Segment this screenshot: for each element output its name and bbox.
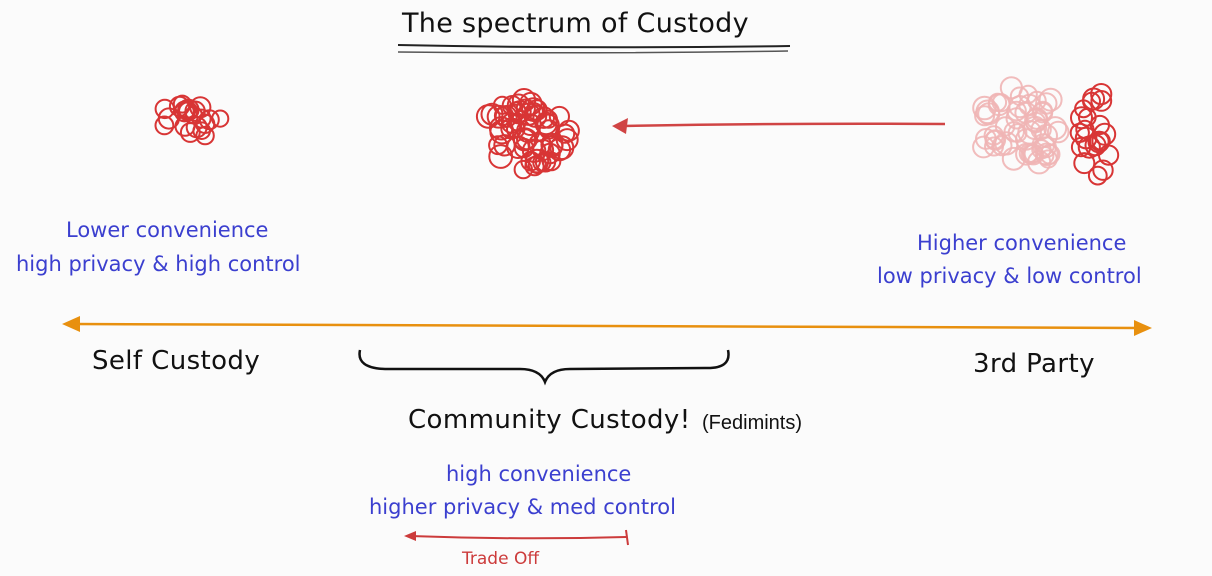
cluster-circle: [987, 92, 1008, 113]
cluster-circle: [984, 129, 1007, 151]
cluster-circle: [195, 125, 215, 146]
cluster-circle: [1006, 100, 1027, 122]
cluster-circle: [154, 98, 176, 120]
cluster-circle: [1089, 130, 1110, 152]
middle-convenience-label: high convenience: [446, 462, 632, 486]
self-custody-label: Self Custody: [92, 346, 261, 376]
cluster-circle: [189, 96, 212, 119]
fedimints-note: (Fedimints): [702, 412, 803, 434]
tradeoff-arrow-line: [409, 535, 627, 540]
middle-privacy-label: higher privacy & med control: [369, 495, 676, 519]
cluster-circle: [1090, 90, 1113, 112]
cluster-circle: [488, 144, 514, 169]
cluster-circle: [1092, 159, 1114, 181]
tradeoff-left-arrowhead: [404, 531, 416, 541]
cluster-circle: [557, 119, 580, 142]
tradeoff-label: Trade Off: [462, 549, 540, 569]
cluster-circle: [501, 95, 523, 116]
cluster-circle: [547, 137, 572, 162]
left-convenience-label: Lower convenience: [66, 218, 269, 242]
tradeoff-right-tick: [625, 529, 629, 546]
cluster-circle: [1022, 143, 1045, 166]
axis-left-arrowhead: [62, 316, 80, 332]
cluster-circle: [991, 135, 1013, 157]
cluster-circle: [211, 109, 230, 128]
cluster-circle: [1014, 128, 1038, 151]
cluster-circle: [475, 104, 501, 129]
title-underline-second: [397, 50, 789, 54]
cluster-circle: [1043, 116, 1068, 141]
cluster-circle: [974, 105, 996, 127]
migration-arrow-line: [621, 122, 946, 128]
cluster-circle: [1073, 152, 1096, 175]
spectrum-axis-line: [73, 322, 1141, 330]
cluster-circle: [486, 104, 511, 129]
cluster-circle: [1090, 83, 1113, 106]
cluster-circle: [520, 150, 542, 172]
cluster-circle: [1032, 100, 1054, 122]
cluster-circle: [1014, 101, 1037, 124]
cluster-circle: [1046, 120, 1070, 144]
medium-dot-cluster: [475, 88, 580, 180]
cluster-circle: [540, 132, 564, 157]
cluster-circle: [972, 135, 995, 159]
cluster-circle: [1008, 95, 1032, 119]
community-brace: [358, 349, 730, 386]
diagram-title: The spectrum of Custody: [402, 8, 749, 39]
cluster-circle: [154, 115, 175, 136]
cluster-circle: [489, 119, 515, 145]
migration-arrow-head: [612, 118, 628, 134]
small-dot-cluster: [154, 94, 230, 146]
large-solid-dot-cluster: [1069, 83, 1120, 186]
cluster-circle: [515, 98, 536, 119]
cluster-circle: [1075, 119, 1095, 139]
right-privacy-label: low privacy & low control: [877, 264, 1142, 288]
large-faded-dot-cluster: [972, 76, 1070, 175]
cluster-circle: [179, 122, 201, 143]
left-privacy-label: high privacy & high control: [16, 252, 301, 276]
axis-right-arrowhead: [1134, 320, 1152, 336]
cluster-circle: [1087, 165, 1108, 186]
right-convenience-label: Higher convenience: [917, 231, 1127, 255]
third-party-label: 3rd Party: [973, 349, 1095, 379]
cluster-circle: [516, 118, 541, 144]
title-underline: [397, 44, 791, 49]
cluster-circle: [1038, 87, 1063, 112]
community-custody-label: Community Custody!: [408, 405, 691, 435]
cluster-circle: [524, 156, 545, 177]
